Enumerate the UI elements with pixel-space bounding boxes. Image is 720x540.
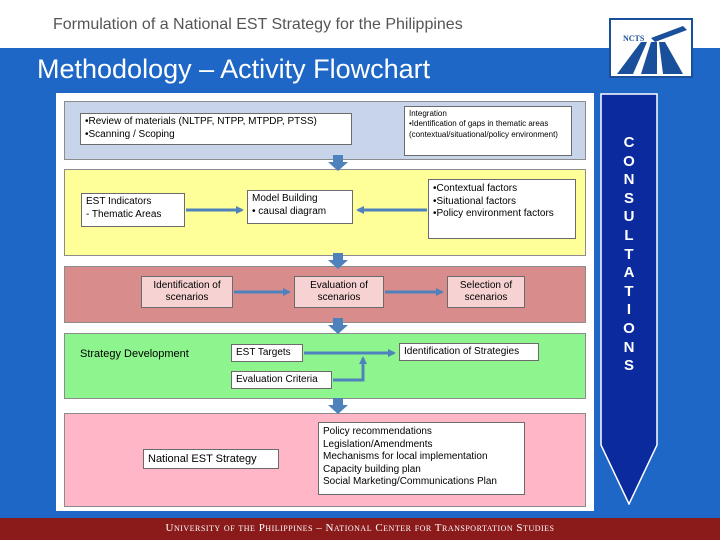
down-arrow-2 [328,253,348,269]
top-bar: Formulation of a National EST Strategy f… [0,0,720,48]
factors-box: •Contextual factors •Situational factors… [428,179,576,239]
consult-letter: N [623,171,635,189]
consult-letter: T [624,282,634,300]
ncts-logo: NCTS [609,18,693,78]
down-arrow-3 [328,318,348,334]
evaluation-scenarios-box: Evaluation of scenarios [294,276,384,308]
est-targets-box: EST Targets [231,344,303,362]
consult-letter: S [623,189,634,207]
consult-letter: O [623,152,635,170]
evaluation-criteria-box: Evaluation Criteria [231,371,332,389]
consult-letter: A [623,264,635,282]
footer-text: University of the Philippines – National… [165,522,555,534]
slide-title: Methodology – Activity Flowchart [37,54,431,84]
consultations-label: C O N S U L T A T I O N S [600,134,658,376]
model-building-box: Model Building • causal diagram [247,190,353,224]
down-arrow-4 [328,398,348,414]
identification-strategies-box: Identification of Strategies [399,343,539,361]
consultations-arrow [600,93,658,505]
road-logo-icon [617,26,687,74]
integration-box: Integration •Identification of gaps in t… [404,106,572,156]
consult-letter: T [624,245,634,263]
consult-letter: U [623,208,635,226]
strategy-development-label: Strategy Development [80,348,189,360]
consult-letter: S [623,357,634,375]
review-box: •Review of materials (NLTPF, NTPP, MTPDP… [80,113,352,145]
national-strategy-box: National EST Strategy [143,449,279,469]
consult-letter: I [626,301,632,319]
consult-letter: C [623,134,635,151]
presentation-title: Formulation of a National EST Strategy f… [53,16,463,33]
outputs-box: Policy recommendations Legislation/Amend… [318,422,525,495]
logo-text: NCTS [623,34,645,43]
identification-scenarios-box: Identification of scenarios [141,276,233,308]
consult-letter: O [623,319,635,337]
down-arrow-1 [328,155,348,171]
consult-letter: L [624,226,634,244]
consult-letter: N [623,338,635,356]
selection-scenarios-box: Selection of scenarios [447,276,525,308]
footer-bar: University of the Philippines – National… [0,518,720,540]
indicators-box: EST Indicators - Thematic Areas [81,193,185,227]
